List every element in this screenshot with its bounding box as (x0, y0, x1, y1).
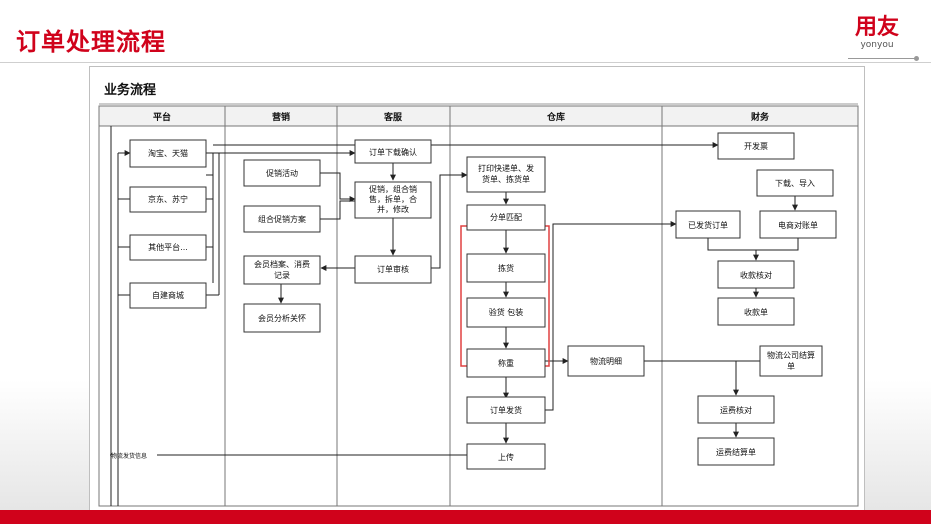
box-shipped-order (675, 210, 741, 239)
edge-label-logistics-info: 物流发货信息 (111, 452, 147, 460)
label-weigh: 称重 (498, 358, 514, 368)
logo-main-text: 用友 (854, 15, 899, 40)
lane-service: 客服 (383, 111, 403, 123)
lane-marketing: 营销 (272, 111, 290, 123)
label-jd: 京东、苏宁 (148, 194, 188, 204)
label-shipped-order: 已发货订单 (688, 220, 728, 230)
box-receipt-check (717, 260, 795, 289)
lane-finance: 财务 (750, 111, 770, 123)
box-receipt (717, 297, 795, 326)
label-logistics-settle-1: 物流公司结算 (767, 350, 815, 360)
box-order-download (354, 139, 432, 164)
box-member-care (243, 303, 321, 333)
box-invoice (717, 132, 795, 160)
label-member-file-2: 记录 (274, 271, 290, 280)
slide-title: 订单处理流程 (16, 28, 166, 56)
box-combo-promo (243, 205, 321, 233)
box-member-file (243, 255, 321, 285)
label-ecom-statement: 电商对账单 (778, 220, 818, 230)
logo-sub-text: yonyou (860, 40, 894, 50)
label-own-mall: 自建商城 (152, 290, 184, 300)
box-inspect-pack (466, 297, 546, 328)
label-combo-promo: 组合促销方案 (258, 214, 306, 224)
logo-dot (914, 56, 919, 61)
box-taobao (129, 139, 207, 168)
lane-warehouse: 仓库 (546, 111, 565, 123)
label-order-audit: 订单审核 (377, 264, 409, 274)
title-divider (0, 62, 931, 63)
box-download-import (756, 169, 834, 197)
box-other-platform (129, 234, 207, 261)
label-other-platform: 其他平台... (148, 242, 188, 252)
box-own-mall (129, 282, 207, 309)
label-order-download: 订单下载确认 (369, 147, 417, 157)
box-logistics-settle (759, 345, 823, 377)
label-split-match: 分单匹配 (490, 212, 522, 222)
label-logistics-detail: 物流明细 (590, 356, 622, 366)
box-jd (129, 186, 207, 213)
label-print-express-2: 货单、拣货单 (482, 174, 530, 184)
label-promo-edit-2: 售，拆单，合 (369, 194, 417, 204)
label-promo-activity: 促销活动 (266, 168, 298, 178)
label-print-express-1: 打印快递单、发 (478, 163, 534, 173)
label-promo-edit-1: 促销，组合销 (369, 184, 417, 194)
box-split-match (466, 204, 546, 231)
yonyou-logo: 用友 yonyou (848, 15, 906, 51)
box-print-express (466, 156, 546, 193)
box-promo-edit (354, 181, 432, 219)
diagram-title: 业务流程 (104, 82, 156, 98)
label-upload: 上传 (498, 452, 514, 462)
label-receipt: 收款单 (744, 307, 768, 317)
bottom-accent-bar (0, 510, 931, 524)
label-picking: 拣货 (498, 263, 514, 273)
connectors (110, 126, 799, 506)
box-weigh (466, 348, 546, 378)
label-invoice: 开发票 (744, 141, 768, 151)
box-order-ship (466, 396, 546, 424)
lane-platform: 平台 (153, 111, 171, 123)
label-taobao: 淘宝、天猫 (148, 148, 188, 158)
box-upload (466, 443, 546, 470)
label-order-ship: 订单发货 (490, 405, 522, 415)
box-order-audit (354, 255, 432, 284)
label-freight-check: 运费核对 (720, 405, 752, 415)
box-freight-check (697, 395, 775, 424)
label-download-import: 下载、导入 (775, 178, 815, 188)
box-ecom-statement (759, 210, 837, 239)
label-receipt-check: 收款核对 (740, 270, 772, 280)
box-freight-settle (697, 437, 775, 466)
label-freight-settle: 运费结算单 (716, 447, 756, 457)
logo-underline (848, 58, 918, 59)
label-member-file-1: 会员档案、消费 (254, 259, 310, 269)
label-promo-edit-3: 并，修改 (377, 204, 409, 214)
box-logistics-detail (567, 345, 645, 377)
label-logistics-settle-2: 单 (787, 361, 795, 371)
label-inspect-pack: 验货 包装 (489, 307, 524, 317)
box-picking (466, 253, 546, 283)
label-member-care: 会员分析关怀 (258, 313, 306, 323)
box-promo-activity (243, 159, 321, 187)
